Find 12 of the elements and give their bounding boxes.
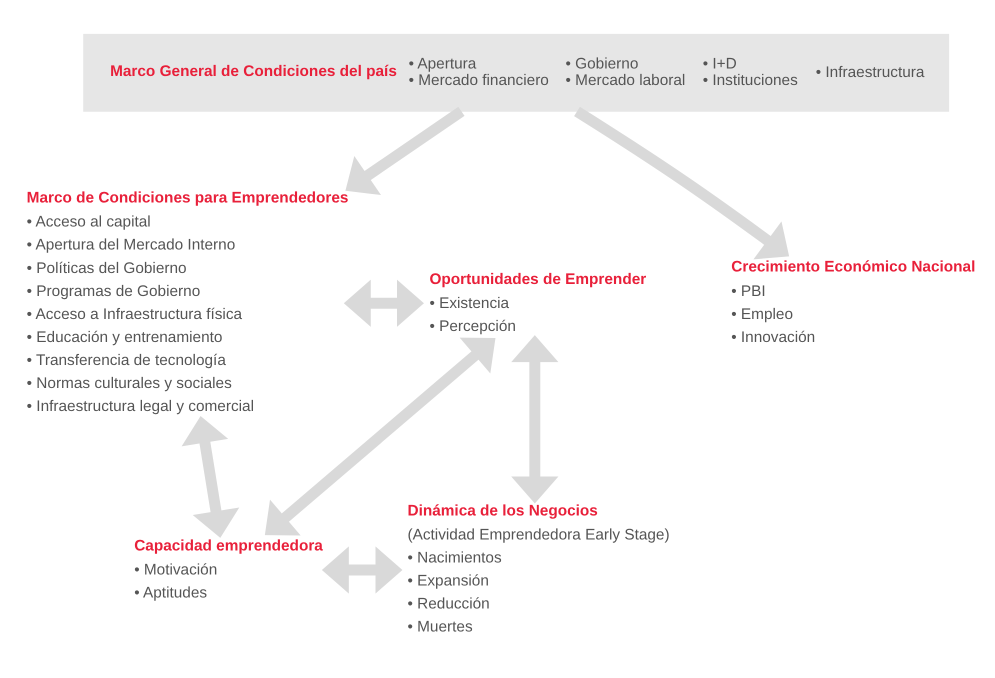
node-text: Dinámica de los Negocios (Actividad Emprendedora Early Stage) • Nacimientos • Expansión • Reducción • Muertes: [408, 502, 670, 636]
arrow: [574, 106, 790, 259]
arrow: [182, 416, 240, 538]
arrow: [264, 337, 496, 536]
node-text: Crecimiento Económico Nacional • PBI • Empleo • Innovación: [731, 258, 976, 346]
node-text: Capacidad emprendedora • Motivación • Aptitudes: [134, 536, 323, 602]
node-text: Marco de Condiciones para Emprendedores • Acceso al capital • Apertura del Mercado Interno • Políticas del Gobierno • Programas de Gobierno • Acceso a Infraestructura física • Educación y entrenamiento • Transferencia de tecnología • Normas culturales y sociales • Infraestructura legal y comercial: [26, 189, 348, 415]
arrow: [322, 546, 402, 594]
arrow: [344, 279, 424, 326]
arrow: [511, 334, 558, 503]
arrow: [345, 106, 465, 194]
node-text: Oportunidades de Emprender • Existencia • Percepción: [429, 270, 646, 334]
